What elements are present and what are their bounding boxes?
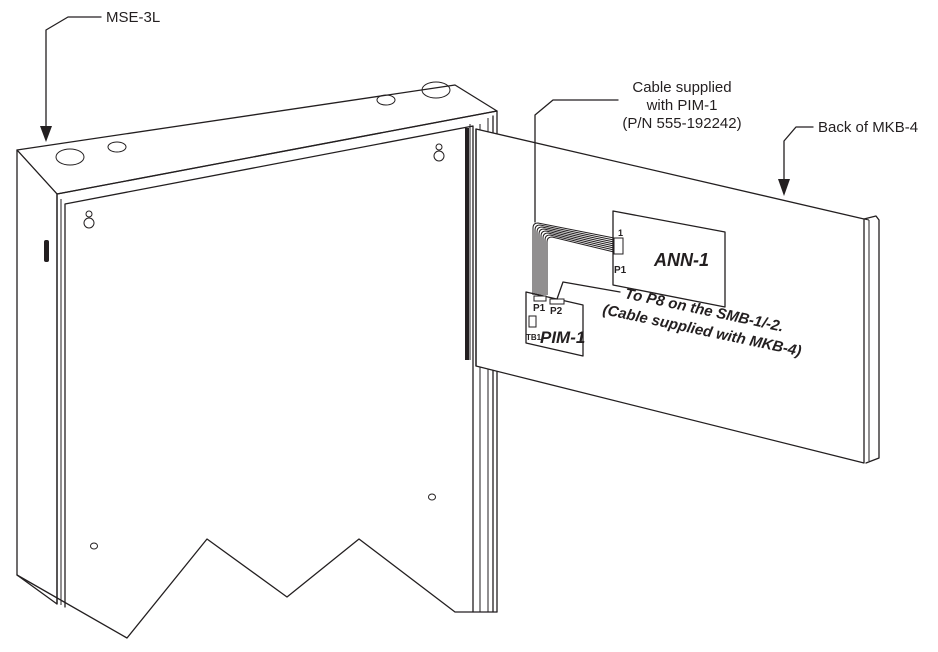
ann-1-p1-label: P1 bbox=[614, 265, 627, 276]
mse-3l-label: MSE-3L bbox=[106, 9, 160, 26]
ann-1-board-outline bbox=[612, 210, 726, 308]
p2-to-p8-cable bbox=[556, 281, 621, 300]
mse-3l-leader bbox=[45, 16, 102, 129]
ann-1-board-label: ANN-1 bbox=[653, 250, 709, 270]
pim-1-tb1-label: TB1 bbox=[526, 333, 542, 342]
cable-leader bbox=[534, 99, 619, 223]
mounting-hole bbox=[428, 493, 436, 501]
mse-3l-arrow-icon bbox=[40, 126, 52, 142]
hinge-strip bbox=[465, 128, 469, 360]
pim-1-p1-label: P1 bbox=[533, 303, 546, 314]
break-line bbox=[16, 538, 498, 639]
pim-1-p2-label: P2 bbox=[550, 306, 563, 317]
knockout-hole bbox=[107, 141, 127, 153]
mkb-4-arrow-icon bbox=[778, 179, 790, 196]
pim-1-board-label: PIM-1 bbox=[540, 328, 585, 347]
enclosure-front-rim bbox=[56, 110, 498, 613]
knockout-hole bbox=[421, 81, 451, 99]
enclosure-top-face bbox=[16, 84, 498, 195]
enclosure-inner-edge bbox=[64, 125, 474, 613]
cable-label-line3: (P/N 555-192242) bbox=[622, 115, 741, 132]
cable-label-line1: Cable supplied bbox=[632, 79, 731, 96]
cable-label-line2: with PIM-1 bbox=[646, 97, 718, 114]
knockout-hole bbox=[55, 148, 85, 166]
enclosure-left-face bbox=[16, 149, 58, 605]
pim-1-tb1-terminal bbox=[528, 315, 537, 328]
ann-1-p1-connector bbox=[613, 237, 624, 255]
ann-1-board: 1 P1 ANN-1 bbox=[612, 210, 726, 308]
pim-1-p2-connector bbox=[549, 298, 565, 305]
mounting-hole bbox=[90, 542, 98, 550]
latch-icon bbox=[44, 240, 49, 262]
keyhole-slot-icon bbox=[83, 210, 95, 229]
mkb-4-label: Back of MKB-4 bbox=[818, 119, 918, 136]
pim-1-board: P1 P2 TB1 PIM-1 bbox=[525, 291, 585, 357]
keyhole-slot-icon bbox=[433, 143, 445, 162]
knockout-hole bbox=[376, 94, 396, 106]
enclosure-mse-3l bbox=[16, 81, 498, 639]
ribbon-cable bbox=[532, 222, 615, 295]
door-flange bbox=[863, 215, 880, 464]
mkb-4-leader bbox=[783, 126, 814, 182]
pim-1-p1-connector bbox=[533, 295, 547, 302]
ann-1-pin1-label: 1 bbox=[618, 228, 623, 238]
